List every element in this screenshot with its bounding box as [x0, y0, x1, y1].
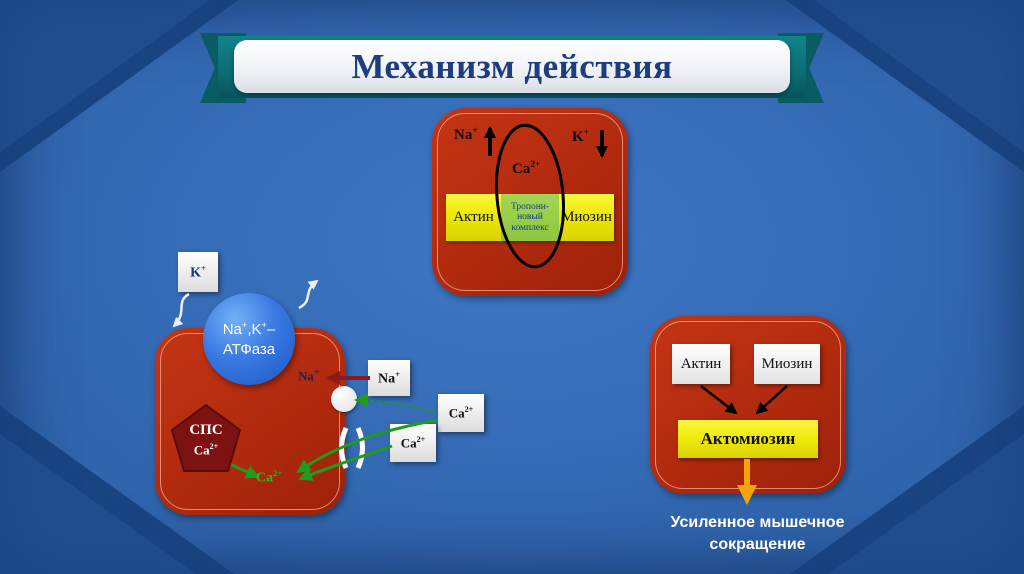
ca-ion-box-1: Ca2+ — [438, 394, 484, 432]
page-title: Механизм действия — [351, 46, 673, 86]
contraction-caption: Усиленное мышечное сокращение — [670, 514, 845, 553]
k-ion-box: K+ — [178, 252, 218, 292]
sps-ca-label: Ca2+ — [193, 442, 219, 458]
ca-ion-label: Ca2+ — [512, 160, 541, 177]
ca-channel-right — [355, 426, 365, 470]
k-ion-label: K+ — [572, 128, 589, 145]
ca-ion-box-2: Ca2+ — [390, 424, 436, 462]
troponin-complex-box: Тропони- новый комплекс — [501, 194, 559, 241]
membrane-na-label: Na+ — [298, 366, 321, 384]
na-exit-wavy-arrow — [298, 279, 319, 310]
actin-myosin-bar: Актин Тропони- новый комплекс Миозин — [446, 194, 614, 241]
actin-label: Актин — [453, 209, 494, 225]
intracellular-ca-label: Ca2+ — [256, 468, 283, 486]
na-ion-box: Na+ — [368, 360, 410, 396]
k-entry-wavy-arrow — [172, 292, 190, 328]
top-cell: Na+ K+ Ca2+ Актин Тропони- новый комплек… — [432, 108, 628, 296]
myosin-box: Миозин — [754, 344, 820, 384]
ca-exchanger-dotted-arrow — [354, 393, 437, 413]
myosin-label: Миозин — [561, 209, 612, 225]
na-ion-label: Na+ — [454, 126, 478, 143]
sps-label: СПС — [189, 422, 223, 438]
membrane-exchanger-circle — [331, 386, 357, 412]
na-k-atpase-pump: Na+,K+– АТФаза — [203, 293, 295, 385]
right-cell: Актин Миозин Актомиозин — [650, 316, 846, 494]
actin-box: Актин — [672, 344, 730, 384]
actomyosin-box: Актомиозин — [678, 420, 818, 458]
title-box: Механизм действия — [234, 40, 790, 93]
